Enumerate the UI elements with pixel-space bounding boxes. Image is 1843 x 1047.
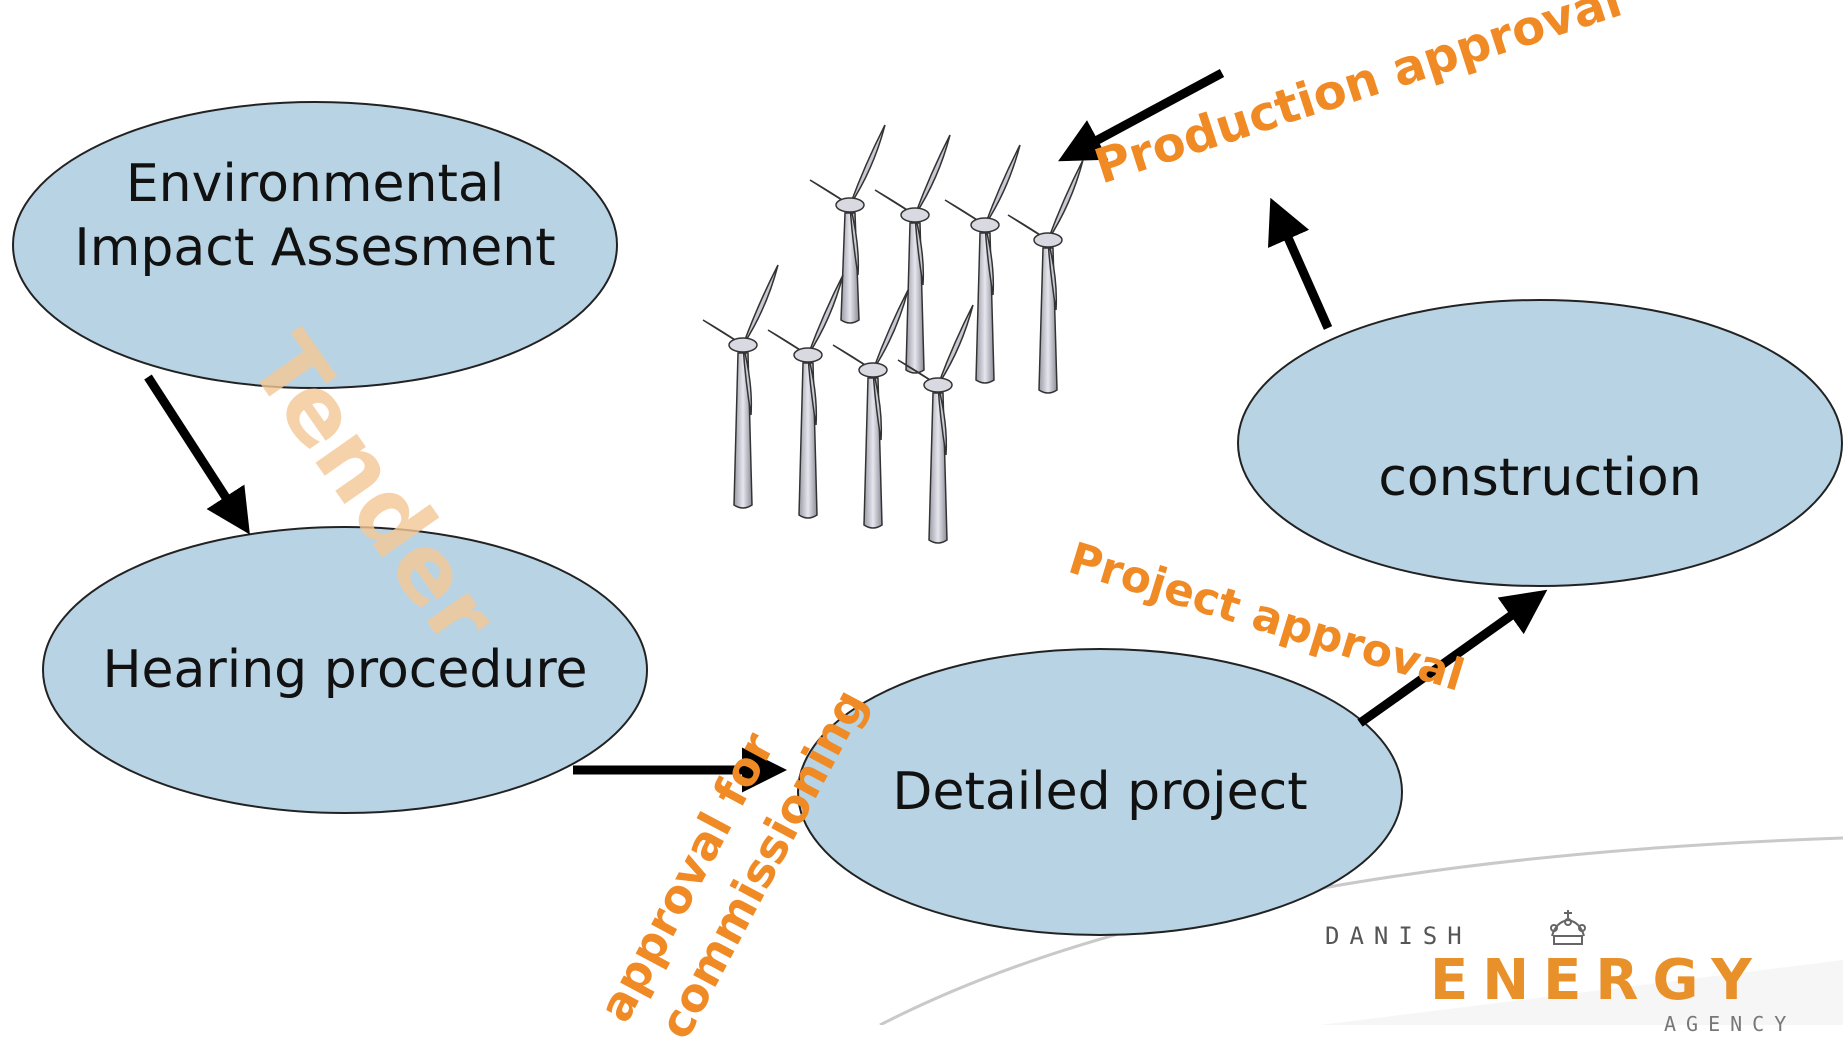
ellipse-eia bbox=[12, 101, 618, 389]
crown-icon bbox=[1546, 908, 1590, 950]
wind-turbine-icon bbox=[767, 274, 844, 519]
arrow-production bbox=[1058, 69, 1225, 162]
wind-turbine-icon bbox=[944, 144, 1021, 384]
diagram-canvas: Environmental Impact Assesment Hearing p… bbox=[12, 0, 1843, 1047]
wind-turbine-icon bbox=[1007, 159, 1084, 394]
logo-text-energy: ENERGY bbox=[1430, 948, 1766, 1013]
wind-turbine-icon bbox=[809, 124, 886, 324]
node-label-construction: construction bbox=[1378, 448, 1702, 508]
logo-text-agency: AGENCY bbox=[1664, 1012, 1797, 1036]
node-label-eia: Environmental Impact Assesment bbox=[74, 154, 556, 278]
arrow-eia-to-hearing bbox=[144, 374, 250, 535]
logo-swoosh-back bbox=[1320, 960, 1843, 1025]
wind-turbine-icon bbox=[874, 134, 951, 374]
arrow-detailed-to-construction bbox=[1357, 589, 1548, 727]
ellipse-detailed bbox=[797, 648, 1403, 936]
wind-turbine-icon bbox=[832, 289, 909, 529]
ellipse-construction bbox=[1237, 299, 1843, 587]
wind-turbine-icon bbox=[702, 264, 779, 509]
node-label-hearing: Hearing procedure bbox=[102, 640, 588, 700]
logo-text-danish: DANISH bbox=[1325, 922, 1472, 950]
wind-farm-icon bbox=[702, 124, 1084, 544]
ellipse-hearing bbox=[42, 526, 648, 814]
crown-graphic bbox=[1550, 910, 1586, 945]
arrow-construction-up bbox=[1267, 197, 1333, 330]
node-label-detailed: Detailed project bbox=[892, 762, 1308, 822]
wind-turbine-icon bbox=[897, 304, 974, 544]
diagram-graphics bbox=[12, 69, 1843, 1025]
